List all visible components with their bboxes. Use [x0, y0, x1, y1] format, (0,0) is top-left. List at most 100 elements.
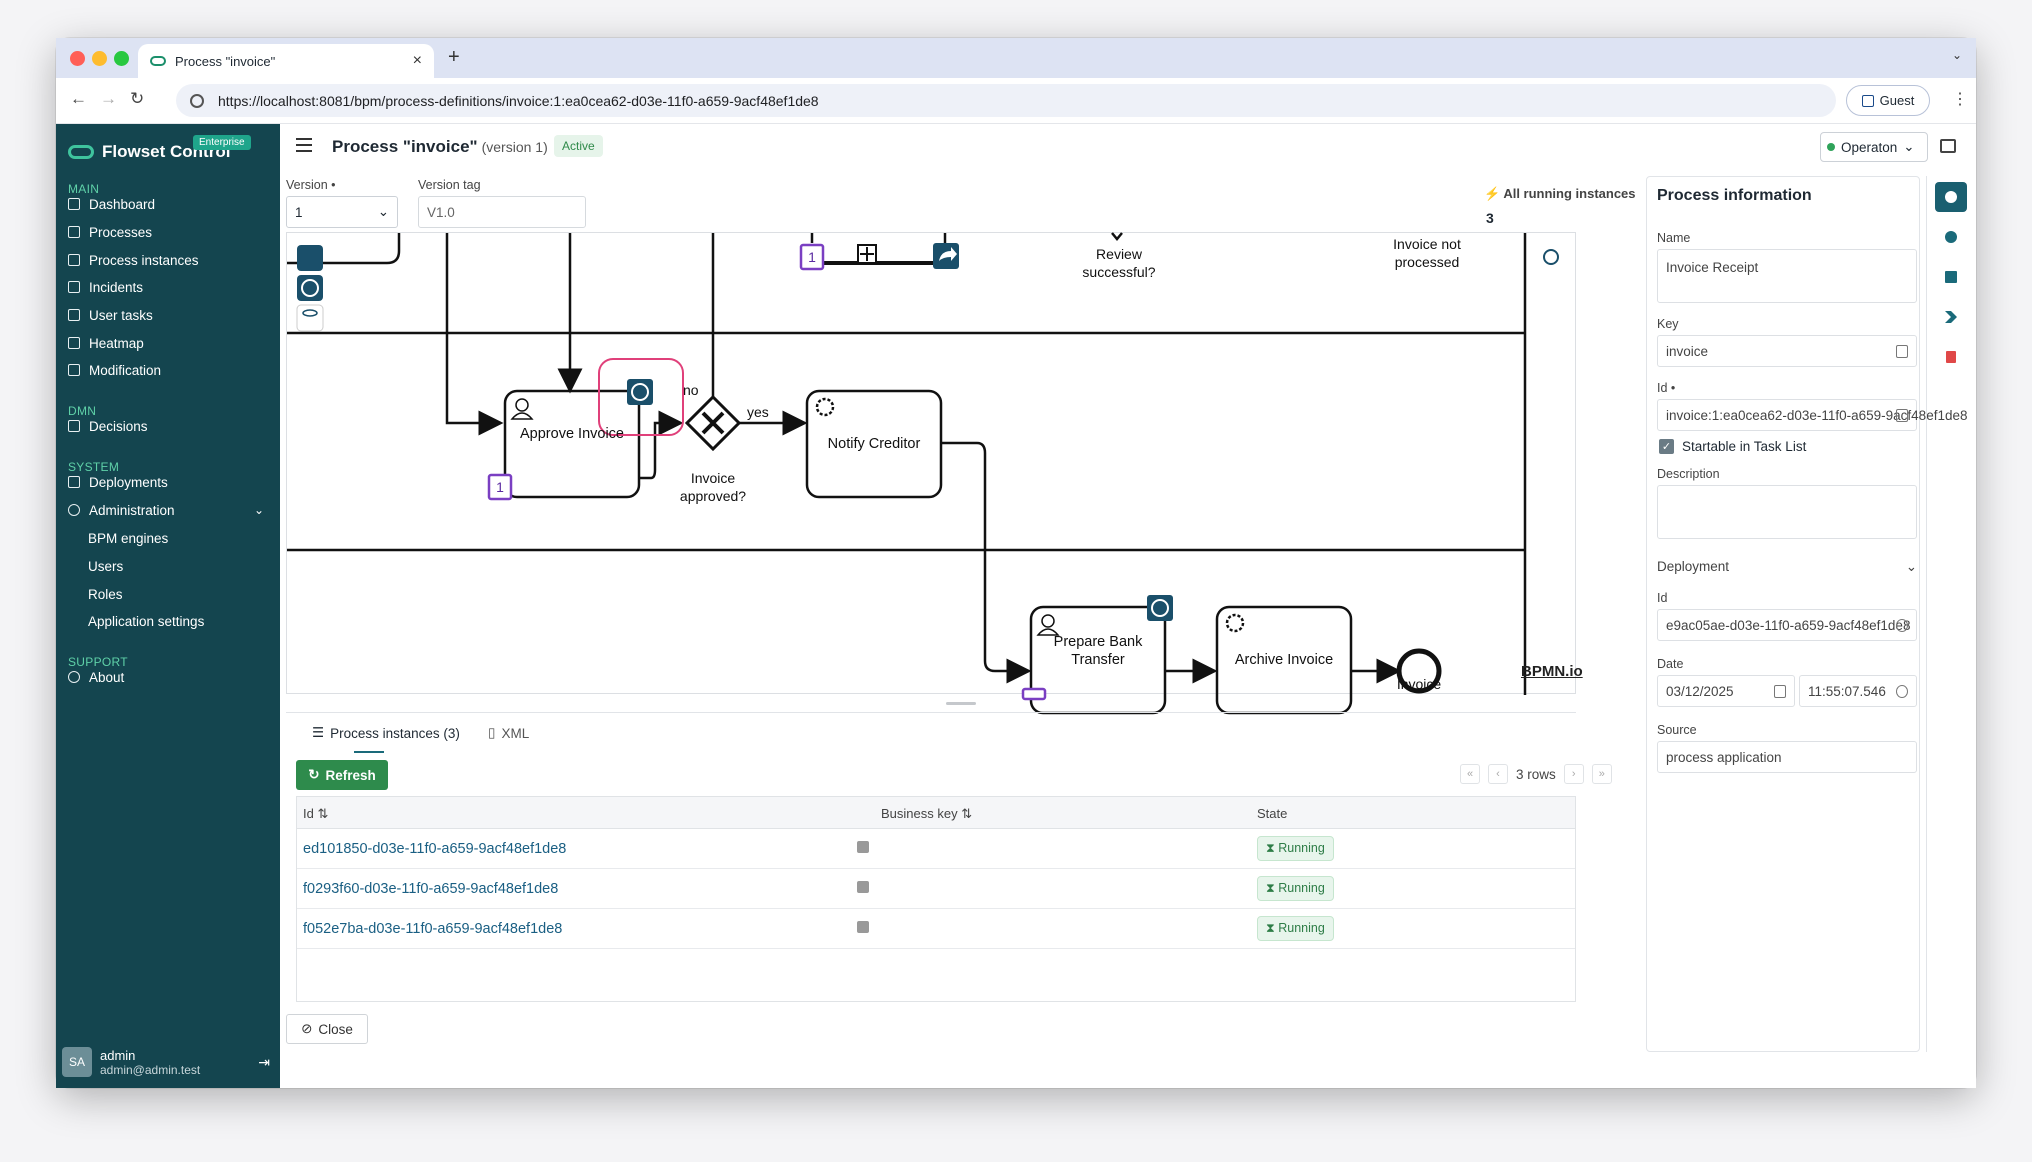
close-tab-icon[interactable]: × — [412, 52, 422, 69]
refresh-button[interactable]: ↻ Refresh — [296, 760, 388, 790]
first-page-button[interactable]: « — [1460, 764, 1480, 784]
page-title-text: Process "invoice" — [332, 137, 478, 156]
new-tab-icon[interactable]: + — [448, 46, 460, 68]
sidebar-item-administration[interactable]: Administration⌄ — [68, 498, 272, 522]
sidebar-item-modification[interactable]: Modification — [68, 358, 272, 382]
version-select[interactable]: 1⌄ — [286, 196, 398, 228]
close-window-button[interactable] — [70, 51, 85, 66]
minimize-window-button[interactable] — [92, 51, 107, 66]
tab-search-chevron-icon[interactable]: ⌄ — [1951, 48, 1962, 62]
calendar-icon[interactable] — [1774, 685, 1786, 698]
deployment-section-toggle[interactable]: Deployment⌄ — [1657, 559, 1917, 575]
next-page-button[interactable]: › — [1563, 764, 1584, 784]
guest-profile-button[interactable]: Guest — [1846, 85, 1930, 116]
id-value: invoice:1:ea0cea62-d03e-11f0-a659-9acf48… — [1666, 407, 1968, 423]
sidebar-item-processes[interactable]: Processes — [68, 220, 272, 244]
last-page-button[interactable]: » — [1591, 764, 1612, 784]
statistics-overlay-button[interactable] — [297, 245, 323, 271]
tab-process-instances[interactable]: ☰Process instances (3) — [312, 725, 460, 741]
help-button[interactable] — [297, 275, 323, 301]
copy-icon[interactable] — [857, 881, 869, 893]
panel-title: Process information — [1657, 187, 1812, 204]
bpmn-diagram[interactable]: Approve Invoice Notify Creditor Prepare … — [286, 232, 1583, 715]
panel-toggle-icon[interactable] — [1940, 139, 1956, 153]
refresh-label: Refresh — [325, 767, 376, 783]
pause-icon — [1945, 271, 1957, 283]
instance-id-link[interactable]: ed101850-d03e-11f0-a659-9acf48ef1de8 — [303, 841, 567, 857]
brand[interactable]: Flowset Control Enterprise — [68, 134, 278, 170]
sidebar-item-dashboard[interactable]: Dashboard — [68, 192, 272, 216]
recenter-icon[interactable] — [1543, 249, 1559, 265]
address-bar[interactable]: https://localhost:8081/bpm/process-defin… — [176, 84, 1836, 117]
key-field[interactable]: invoice — [1657, 335, 1917, 367]
migrate-button[interactable] — [1935, 302, 1967, 332]
time-field[interactable]: 11:55:07.546 — [1799, 675, 1917, 707]
delete-button[interactable] — [1935, 342, 1967, 372]
help-overlay[interactable] — [1147, 595, 1173, 621]
logout-icon[interactable]: ⇥ — [258, 1054, 270, 1070]
sidebar-item-process-instances[interactable]: Process instances — [68, 248, 272, 272]
action-rail — [1926, 176, 1970, 1052]
copy-icon[interactable] — [1896, 409, 1908, 422]
site-info-icon[interactable] — [190, 93, 204, 108]
clock-icon[interactable] — [1896, 685, 1908, 698]
copy-icon[interactable] — [1896, 345, 1908, 358]
name-field[interactable]: Invoice Receipt — [1657, 249, 1917, 303]
gear-icon — [68, 504, 80, 516]
sidebar-item-deployments[interactable]: Deployments — [68, 470, 272, 494]
section-system: SYSTEM — [68, 460, 120, 474]
prev-page-button[interactable]: ‹ — [1488, 764, 1508, 784]
name-label: Name — [1657, 231, 1691, 245]
forward-icon[interactable]: → — [100, 89, 117, 108]
suspend-button[interactable] — [1935, 262, 1967, 292]
sidebar-item-user-tasks[interactable]: User tasks — [68, 303, 272, 327]
copy-icon[interactable] — [857, 921, 869, 933]
engine-label: Operaton — [1841, 139, 1898, 155]
tab-xml[interactable]: ▯XML — [488, 725, 529, 741]
refresh-icon: ↻ — [308, 767, 320, 782]
start-instance-button[interactable] — [1935, 222, 1967, 252]
column-header-business-key[interactable]: Business key ⇅ — [881, 806, 972, 822]
reload-icon[interactable]: ↻ — [130, 89, 145, 108]
sidebar-item-incidents[interactable]: Incidents — [68, 275, 272, 299]
sidebar-item-bpm-engines[interactable]: BPM engines — [88, 526, 292, 550]
sidebar-item-heatmap[interactable]: Heatmap — [68, 331, 272, 355]
instance-id-link[interactable]: f0293f60-d03e-11f0-a659-9acf48ef1de8 — [303, 881, 559, 897]
back-icon[interactable]: ← — [70, 89, 87, 108]
sidebar-item-users[interactable]: Users — [88, 554, 292, 578]
sidebar-item-label: Decisions — [89, 418, 148, 434]
close-button[interactable]: ⊘Close — [286, 1014, 368, 1044]
gateway-x-marker — [701, 411, 725, 435]
engine-selector[interactable]: Operaton⌄ — [1820, 132, 1928, 162]
browser-menu-icon[interactable]: ⋮ — [1952, 91, 1968, 108]
sidebar-item-roles[interactable]: Roles — [88, 582, 292, 606]
startable-checkbox[interactable]: ✓Startable in Task List — [1659, 439, 1806, 454]
info-button[interactable] — [1935, 182, 1967, 212]
user-name: admin — [100, 1047, 136, 1063]
instances-table: Id ⇅ Business key ⇅ State ed101850-d03e-… — [296, 796, 1576, 1002]
resize-handle[interactable] — [946, 702, 976, 705]
bpmn-io-watermark[interactable]: BPMN.io — [1521, 663, 1583, 680]
prepare-bank-transfer-task — [1029, 605, 1167, 715]
search-icon[interactable] — [1896, 619, 1908, 632]
source-field[interactable]: process application — [1657, 741, 1917, 773]
sidebar-item-about[interactable]: About — [68, 665, 272, 689]
id-field[interactable]: invoice:1:ea0cea62-d03e-11f0-a659-9acf48… — [1657, 399, 1967, 431]
copy-icon[interactable] — [857, 841, 869, 853]
menu-toggle-icon[interactable] — [296, 138, 312, 152]
date-field[interactable]: 03/12/2025 — [1657, 675, 1795, 707]
instance-id-link[interactable]: f052e7ba-d03e-11f0-a659-9acf48ef1de8 — [303, 921, 563, 937]
sidebar-item-label: About — [89, 669, 125, 685]
database-button[interactable] — [296, 304, 324, 332]
user-profile[interactable]: SA admin admin@admin.test ⇥ — [56, 1036, 280, 1088]
deployment-id-field[interactable]: e9ac05ae-d03e-11f0-a659-9acf48ef1de8 — [1657, 609, 1917, 641]
description-field[interactable] — [1657, 485, 1917, 539]
column-header-id[interactable]: Id ⇅ — [303, 806, 328, 822]
sidebar-item-label: User tasks — [89, 307, 153, 323]
version-tag-label: Version tag — [418, 178, 481, 192]
browser-tab[interactable]: Process "invoice" × — [138, 44, 434, 78]
help-overlay[interactable] — [627, 379, 653, 405]
maximize-window-button[interactable] — [114, 51, 129, 66]
sidebar-item-application-settings[interactable]: Application settings — [88, 609, 292, 633]
sidebar-item-decisions[interactable]: Decisions — [68, 414, 272, 438]
